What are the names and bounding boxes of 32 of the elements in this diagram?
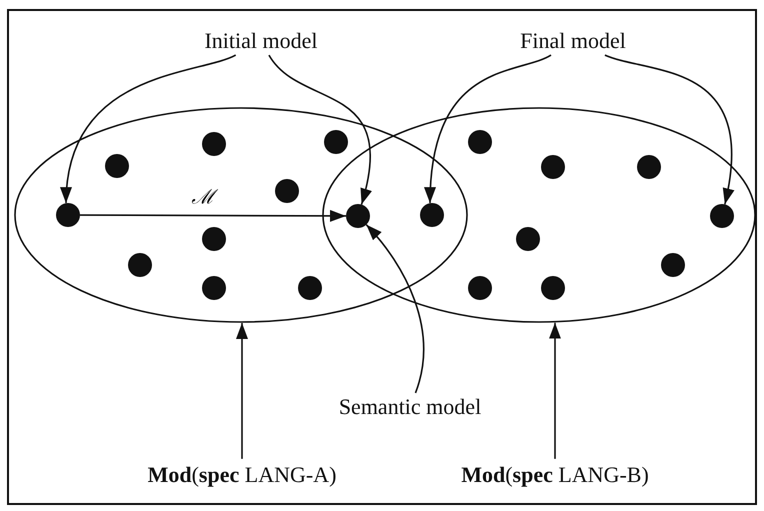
node-label: Initial model: [204, 28, 318, 54]
model-dot: [541, 276, 565, 300]
arrow: [236, 323, 248, 459]
model-dot: [516, 227, 540, 251]
arrow: [424, 54, 552, 204]
model-dot: [56, 203, 80, 227]
model-dot: [105, 154, 129, 178]
node-label: Mod(spec LANG-A): [148, 462, 336, 488]
arrow: [366, 224, 424, 394]
node-label: Final model: [520, 28, 626, 54]
model-dot: [324, 130, 348, 154]
node-label: Semantic model: [338, 394, 482, 420]
node-label: Mod(spec LANG-B): [461, 462, 649, 488]
model-dot: [202, 132, 226, 156]
model-dot: [661, 253, 685, 277]
model-dot: [710, 204, 734, 228]
model-dot: [298, 276, 322, 300]
model-dot: [202, 227, 226, 251]
arrow: [80, 210, 346, 222]
arrow: [268, 54, 372, 205]
model-dot: [468, 276, 492, 300]
model-dot: [420, 203, 444, 227]
model-dot: [128, 253, 152, 277]
model-dot: [202, 276, 226, 300]
model-dot: [637, 155, 661, 179]
arrow: [604, 54, 734, 204]
model-dot: [275, 179, 299, 203]
arrow: [61, 54, 236, 204]
arrow: [549, 322, 561, 459]
model-dot: [468, 130, 492, 154]
model-dot: [346, 204, 370, 228]
model-dot: [541, 155, 565, 179]
